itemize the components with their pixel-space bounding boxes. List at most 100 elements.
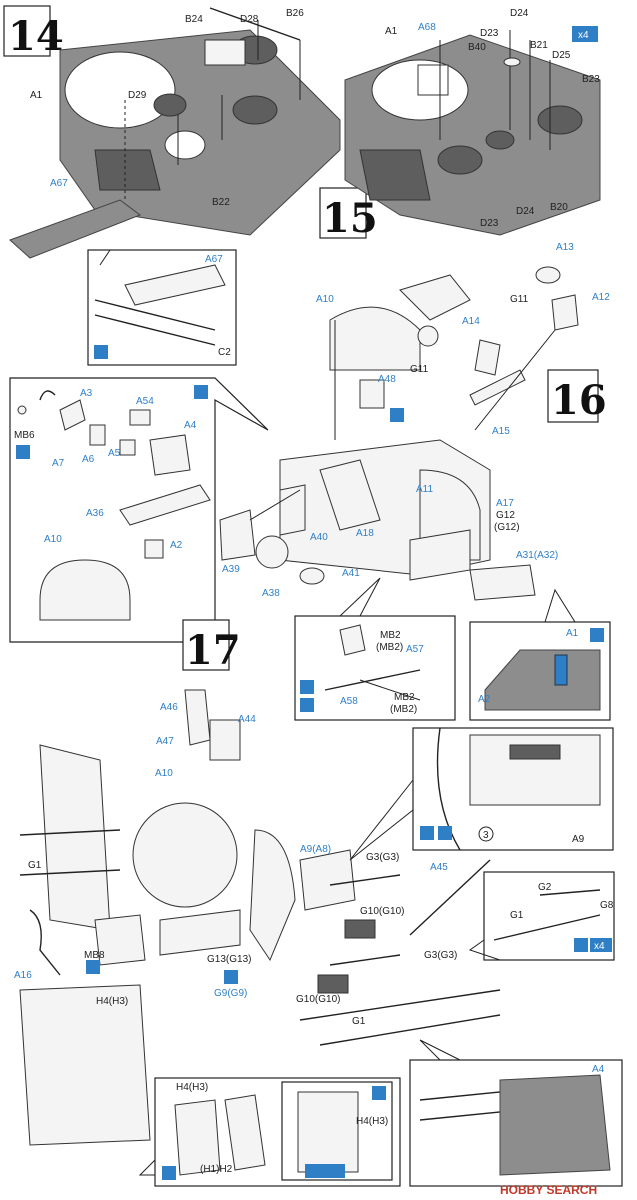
- label-circle-3: 3: [483, 830, 489, 841]
- part-b26: [209, 7, 301, 41]
- part-a9-17: [299, 849, 356, 911]
- label-c2-detail: C2: [218, 347, 231, 358]
- part-a5: [119, 439, 136, 456]
- step-14: 14 A1 B24 D28 B26 D29 B22 A67: [3, 5, 341, 259]
- label-a68-15: A68: [418, 22, 436, 33]
- part-a7: [59, 399, 86, 431]
- label-h1h2-detail: (H1)H2: [200, 1164, 233, 1175]
- label-a2-left: A2: [170, 540, 183, 551]
- label-a1-14: A1: [30, 90, 43, 101]
- label-d23-bot: D23: [480, 218, 499, 229]
- arrow-16-b: [474, 329, 556, 431]
- label-b26-14: B26: [286, 8, 304, 19]
- label-g12-b: (G12): [494, 522, 520, 533]
- label-a67-14: A67: [50, 178, 68, 189]
- step-16-box: [547, 369, 599, 423]
- part-h2-detail: [224, 1094, 266, 1171]
- part-d24-top: [503, 57, 521, 67]
- part-g2-detail: [539, 889, 601, 896]
- label-a41: A41: [342, 568, 360, 579]
- plate-h4-inner: [297, 1091, 359, 1173]
- barrel-g1-b1: [299, 989, 501, 1021]
- label-a4-left: A4: [184, 420, 197, 431]
- gun-mount-16: [399, 274, 471, 321]
- label-g12: G12: [496, 510, 515, 521]
- label-a45: A45: [430, 862, 448, 873]
- label-a10-16: A10: [316, 294, 334, 305]
- part-a10-left: [39, 559, 131, 621]
- part-a31: [469, 564, 536, 601]
- circle-3: [478, 826, 494, 842]
- part-a14: [474, 339, 501, 376]
- vision-slot-a9: [509, 744, 561, 760]
- part-g3-a: [329, 874, 401, 886]
- label-d29-14: D29: [128, 90, 147, 101]
- part-a46: [184, 689, 211, 746]
- label-a54-left: A54: [136, 396, 154, 407]
- label-a1-right: A1: [566, 628, 579, 639]
- part-a18: [319, 459, 381, 531]
- label-d24-top: D24: [510, 8, 529, 19]
- label-a46: A46: [160, 702, 178, 713]
- paint-icon-16-left: [16, 445, 30, 459]
- highlight-h4-inner: [305, 1164, 345, 1178]
- grille-15-b: [537, 105, 583, 135]
- cement-icon-16: [390, 408, 404, 422]
- part-a67-14: [9, 199, 142, 259]
- label-a9-detail: A9: [572, 834, 585, 845]
- label-a10-left: A10: [44, 534, 62, 545]
- step-17-detail-g: G2 G8 G1 x4: [468, 871, 615, 961]
- arrow-16-c: [249, 489, 301, 521]
- callout-pointer-g: [468, 939, 501, 961]
- part-b24: [204, 39, 246, 66]
- vent-15: [485, 130, 515, 150]
- label-a38: A38: [262, 588, 280, 599]
- rail-c2-a: [94, 299, 216, 331]
- step-17-detail-h: H4(H3) (H1)H2 H4(H3): [138, 1077, 401, 1187]
- label-a57: A57: [406, 644, 424, 655]
- label-g1-b: G1: [352, 1016, 366, 1027]
- part-a2: [144, 539, 164, 559]
- label-d24-bot: D24: [516, 206, 535, 217]
- label-a10-17: A10: [155, 768, 173, 779]
- label-a12: A12: [592, 292, 610, 303]
- part-a41: [299, 567, 325, 585]
- label-a4-detail: A4: [592, 1064, 605, 1075]
- part-g1-detail: [493, 914, 601, 941]
- label-a14: A14: [462, 316, 480, 327]
- glue-icon-14: [94, 345, 108, 359]
- label-a36-left: A36: [86, 508, 104, 519]
- part-a10-16: [329, 306, 421, 371]
- step-17-detail-a9: 3 A9: [349, 727, 614, 861]
- label-g9: G9(G9): [214, 988, 247, 999]
- turret-ring-a9: [436, 727, 461, 851]
- part-h4-detail: [174, 1099, 221, 1176]
- label-a11: A11: [416, 484, 433, 495]
- part-a38: [255, 535, 289, 569]
- label-g2-detail: G2: [538, 882, 552, 893]
- part-a57: [359, 679, 421, 701]
- glue-icon-16-left: [194, 385, 208, 399]
- hatch-opening-14: [164, 130, 206, 160]
- part-a48: [359, 379, 385, 409]
- rotate-icon-17: [224, 970, 238, 984]
- callout-pointer-14: [99, 249, 120, 266]
- label-h4-detail: H4(H3): [176, 1082, 208, 1093]
- part-a13: [535, 266, 561, 284]
- part-g10-a: [344, 919, 376, 939]
- step-17-number: 17: [185, 627, 241, 674]
- step-17-detail-a4: A4: [409, 1039, 623, 1187]
- label-x4-17: x4: [594, 941, 605, 952]
- label-a40: A40: [310, 532, 328, 543]
- part-g3-b: [329, 954, 401, 966]
- label-mb8: MB8: [84, 950, 105, 961]
- label-a17: A17: [496, 498, 514, 509]
- gun-assembly-a4: [499, 1074, 611, 1176]
- part-g10-b: [317, 974, 349, 994]
- part-a40: [279, 484, 306, 536]
- part-a68: [417, 64, 449, 96]
- star-icon-17-a9: [438, 826, 452, 840]
- label-a31: A31(A32): [516, 550, 558, 561]
- label-a15: A15: [492, 426, 510, 437]
